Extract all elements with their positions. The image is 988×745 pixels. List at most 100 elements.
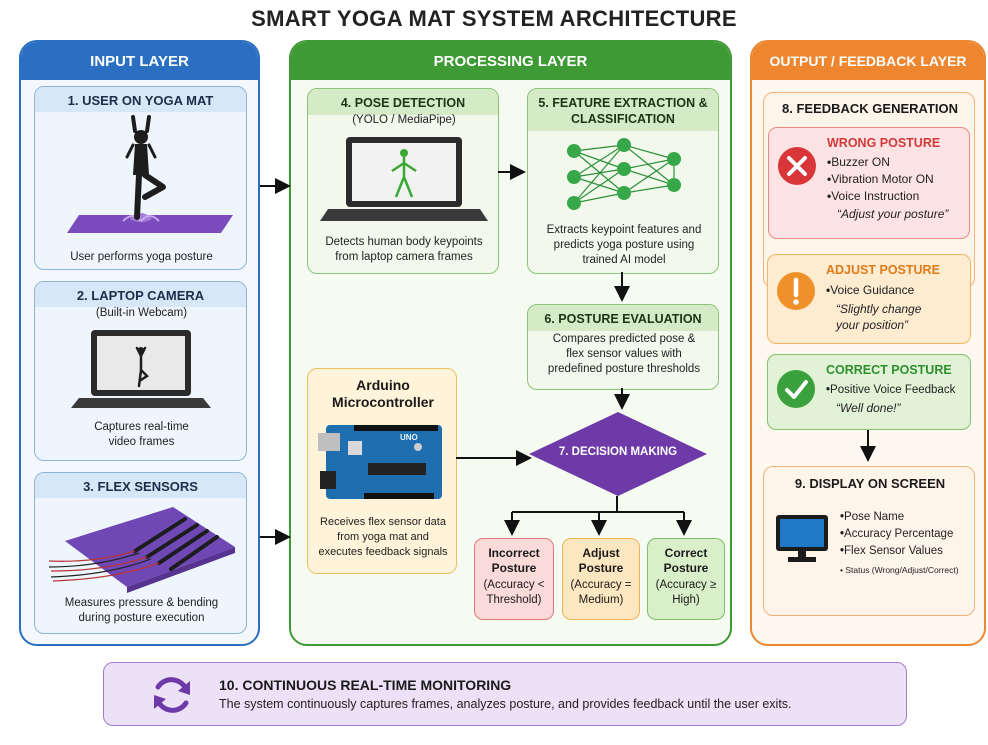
arduino-title-line-2: Microcontroller (332, 394, 434, 410)
input-layer-header: INPUT LAYER (21, 42, 258, 80)
feature-extraction-title: 5. FEATURE EXTRACTION & CLASSIFICATION (528, 89, 718, 131)
adjust-feedback-box: ADJUST POSTURE Voice Guidance “Slightly … (767, 254, 971, 344)
monitoring-description: The system continuously captures frames,… (219, 697, 792, 711)
wrong-posture-quote: “Adjust your posture” (837, 207, 949, 221)
flex-sensors-box: 3. FLEX SENSORS Measures pressure & bend… (34, 472, 247, 634)
display-screen-title: 9. DISPLAY ON SCREEN (794, 476, 946, 491)
flex-sensors-caption-2: during posture execution (78, 612, 205, 624)
arduino-title-line-1: Arduino (356, 377, 410, 393)
display-item-pose-name: Pose Name (840, 509, 953, 526)
display-status-text: Status (Wrong/Adjust/Correct) (845, 565, 959, 575)
adjust-posture-box: Adjust Posture (Accuracy = Medium) (562, 538, 640, 620)
feedback-generation-title: 8. FEEDBACK GENERATION (782, 101, 958, 116)
wrong-posture-box: WRONG POSTURE Buzzer ON Vibration Motor … (768, 127, 970, 239)
display-item-flex-values: Flex Sensor Values (840, 543, 953, 560)
flex-sensor-mat-icon (48, 507, 235, 593)
display-item-accuracy: Accuracy Percentage (840, 526, 953, 543)
arduino-title: Arduino Microcontroller (308, 377, 458, 411)
arduino-caption-3: executes feedback signals (318, 546, 448, 558)
pose-detection-box: 4. POSE DETECTION (YOLO / MediaPipe) Det… (307, 88, 499, 274)
continuous-monitoring-box: 10. CONTINUOUS REAL-TIME MONITORING The … (103, 662, 907, 726)
monitoring-title: 10. CONTINUOUS REAL-TIME MONITORING (219, 677, 512, 693)
adjust-title-2: Posture (578, 561, 624, 575)
pose-detection-caption-1: Detects human body keypoints (325, 236, 483, 248)
correct-item-voice-feedback: Positive Voice Feedback (826, 382, 955, 399)
display-status-bullet: • (840, 565, 846, 575)
exclamation-circle-icon (777, 272, 815, 310)
posture-evaluation-caption-3: predefined posture thresholds (547, 363, 701, 375)
laptop-camera-box: 2. LAPTOP CAMERA (Built-in Webcam) Captu… (34, 281, 247, 461)
monitor-icon (776, 515, 828, 562)
display-screen-box: 9. DISPLAY ON SCREEN Pose Name Accuracy … (763, 466, 975, 616)
display-items-list: Pose Name Accuracy Percentage Flex Senso… (840, 509, 953, 560)
wrong-posture-list: Buzzer ON Vibration Motor ON Voice Instr… (827, 154, 934, 205)
laptop-skeleton-icon (320, 137, 488, 221)
wrong-item-voice: Voice Instruction (827, 188, 934, 205)
laptop-camera-icon (71, 330, 211, 408)
adjust-feedback-title: ADJUST POSTURE (826, 263, 940, 277)
laptop-camera-title: 2. LAPTOP CAMERA (35, 282, 246, 307)
adjust-feedback-list: Voice Guidance (826, 282, 914, 299)
posture-evaluation-caption-1: Compares predicted pose & (552, 333, 696, 345)
adjust-detail-1: (Accuracy = (570, 579, 632, 591)
adjust-title-1: Adjust (582, 546, 620, 560)
correct-title-1: Correct (664, 546, 708, 560)
arduino-caption-1: Receives flex sensor data (320, 516, 446, 528)
arduino-board-icon (318, 425, 442, 499)
laptop-camera-caption-2: video frames (108, 436, 175, 448)
correct-detail-1: (Accuracy ≥ (655, 579, 717, 591)
display-status-line: • Status (Wrong/Adjust/Correct) (840, 565, 959, 575)
correct-feedback-box: CORRECT POSTURE Positive Voice Feedback … (767, 354, 971, 430)
output-layer-panel: OUTPUT / FEEDBACK LAYER 8. FEEDBACK GENE… (750, 40, 986, 646)
check-circle-icon (777, 370, 815, 408)
processing-layer-panel: PROCESSING LAYER 4. POSE DETECTION (YOLO… (289, 40, 732, 646)
correct-feedback-list: Positive Voice Feedback (826, 382, 955, 399)
output-layer-header: OUTPUT / FEEDBACK LAYER (752, 42, 984, 80)
pose-detection-caption-2: from laptop camera frames (335, 251, 473, 263)
arduino-box: Arduino Microcontroller UNO Receives fle… (307, 368, 457, 574)
flex-sensors-title: 3. FLEX SENSORS (35, 473, 246, 498)
neural-network-icon (567, 138, 681, 210)
user-on-mat-title: 1. USER ON YOGA MAT (35, 87, 246, 112)
feature-extraction-caption-2: predicts yoga posture using (553, 239, 695, 251)
posture-evaluation-box: 6. POSTURE EVALUATION Compares predicted… (527, 304, 719, 390)
correct-title-2: Posture (663, 561, 709, 575)
incorrect-title-2: Posture (491, 561, 537, 575)
diagram-title: SMART YOGA MAT SYSTEM ARCHITECTURE (251, 6, 737, 31)
user-on-mat-box: 1. USER ON YOGA MAT User performs yoga p… (34, 86, 247, 270)
adjust-item-voice-guidance: Voice Guidance (826, 282, 914, 299)
yoga-pose-illustration (67, 115, 233, 233)
laptop-camera-subtitle: (Built-in Webcam) (95, 307, 188, 319)
decision-label: 7. DECISION MAKING (558, 446, 678, 458)
incorrect-posture-box: Incorrect Posture (Accuracy < Threshold) (474, 538, 554, 620)
adjust-quote-2: your position” (836, 318, 909, 332)
wrong-item-buzzer: Buzzer ON (827, 154, 934, 171)
pose-detection-title: 4. POSE DETECTION (308, 89, 498, 115)
incorrect-detail-1: (Accuracy < (483, 579, 545, 591)
adjust-detail-2: Medium) (578, 594, 624, 606)
correct-posture-box: Correct Posture (Accuracy ≥ High) (647, 538, 725, 620)
user-caption: User performs yoga posture (70, 251, 213, 263)
flex-sensors-caption-1: Measures pressure & bending (64, 597, 219, 609)
refresh-cycle-icon (154, 677, 190, 713)
feature-extraction-caption-1: Extracts keypoint features and (546, 224, 702, 236)
feedback-generation-box: 8. FEEDBACK GENERATION WRONG POSTURE Buz… (763, 92, 975, 288)
laptop-camera-caption-1: Captures real-time (94, 421, 189, 433)
x-circle-icon (778, 147, 816, 185)
posture-evaluation-caption-2: flex sensor values with (566, 348, 682, 360)
processing-layer-header: PROCESSING LAYER (291, 42, 730, 80)
incorrect-detail-2: Threshold) (486, 594, 542, 606)
pose-detection-subtitle: (YOLO / MediaPipe) (352, 114, 456, 126)
arduino-board-label: UNO (400, 433, 418, 442)
feature-extraction-caption-3: trained AI model (582, 254, 666, 266)
adjust-quote-1: “Slightly change (836, 302, 922, 316)
correct-detail-2: High) (672, 594, 700, 606)
feature-extraction-title-line-1: 5. FEATURE EXTRACTION & (538, 96, 708, 110)
incorrect-title-1: Incorrect (488, 546, 540, 560)
input-layer-panel: INPUT LAYER 1. USER ON YOGA MAT User per… (19, 40, 260, 646)
arduino-caption-2: from yoga mat and (337, 531, 429, 543)
wrong-item-vibration: Vibration Motor ON (827, 171, 934, 188)
feature-extraction-box: 5. FEATURE EXTRACTION & CLASSIFICATION E… (527, 88, 719, 274)
wrong-posture-title: WRONG POSTURE (827, 136, 941, 150)
correct-feedback-title: CORRECT POSTURE (826, 363, 952, 377)
